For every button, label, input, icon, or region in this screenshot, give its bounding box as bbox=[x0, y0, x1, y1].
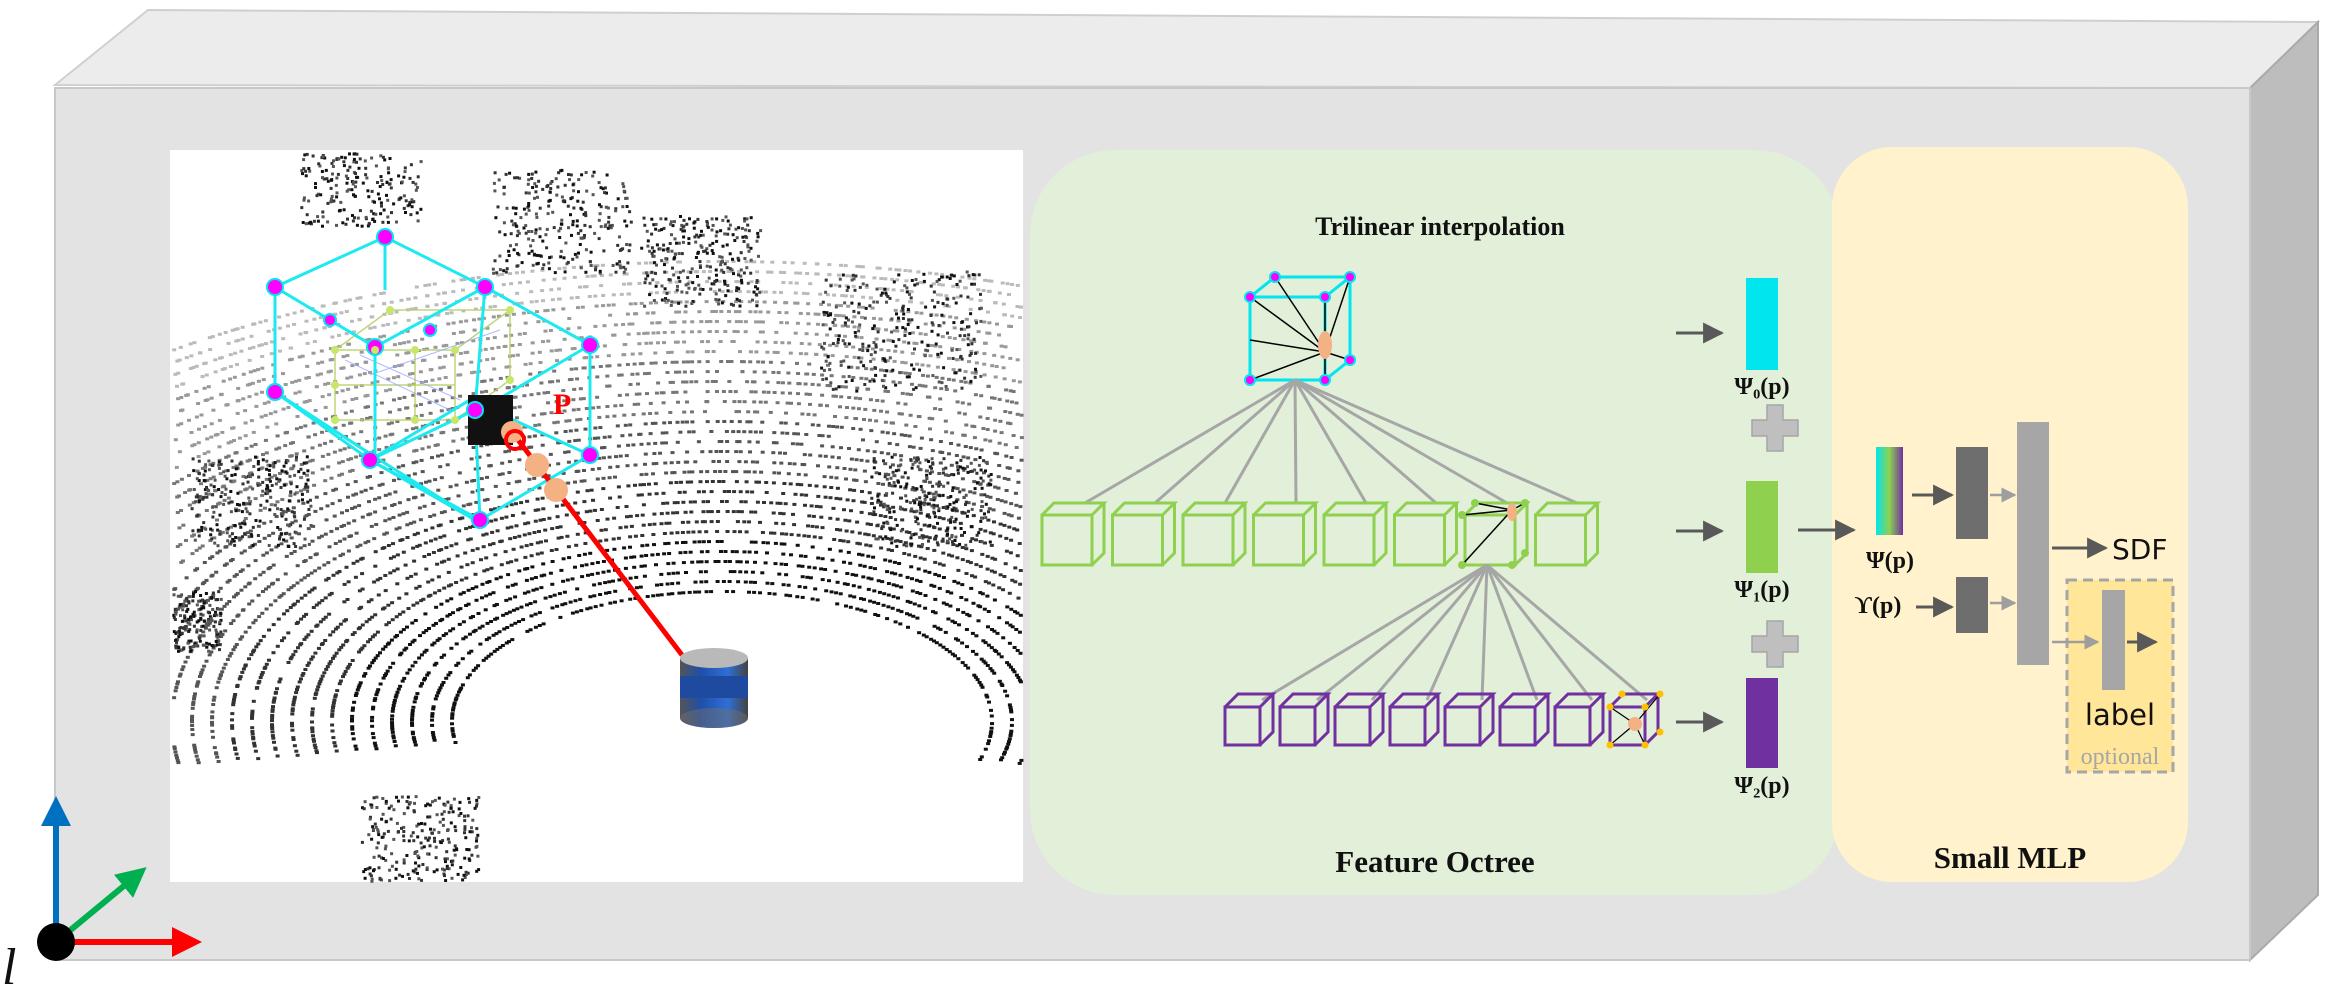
optional-label-head bbox=[2052, 578, 2175, 774]
level2-cube bbox=[1333, 692, 1387, 747]
level1-cube bbox=[1040, 501, 1108, 567]
level2-cube bbox=[1553, 692, 1607, 747]
level2-cubes bbox=[1223, 692, 1662, 747]
voxel-grid bbox=[266, 228, 599, 529]
mlp-hidden-arrows bbox=[1990, 487, 2017, 611]
level2-cube bbox=[1278, 692, 1332, 747]
feature-octree-panel bbox=[1030, 150, 1840, 895]
label-output-label: label bbox=[2085, 698, 2155, 732]
coordinate-frame bbox=[37, 796, 202, 961]
trilinear-interpolation-title: Trilinear interpolation bbox=[1315, 212, 1565, 241]
small-mlp-title: Small MLP bbox=[1934, 840, 2086, 875]
mlp-hidden-layer bbox=[2017, 422, 2049, 665]
feature-bar-level2 bbox=[1746, 678, 1778, 768]
octree-edges-level2 bbox=[1261, 563, 1648, 702]
mlp-label-input-layer bbox=[1956, 577, 1988, 633]
feature-octree-title: Feature Octree bbox=[1335, 844, 1534, 879]
psi0-label: Ψ₀(p) bbox=[1734, 374, 1789, 400]
level1-cube bbox=[1393, 501, 1461, 567]
level2-active-cube-interp bbox=[1606, 690, 1664, 749]
level0-cube bbox=[1244, 271, 1356, 386]
aggregated-feature-bar bbox=[1876, 447, 1903, 535]
mlp-input-layer bbox=[1956, 447, 1988, 539]
mlp-input-arrows bbox=[1912, 484, 1955, 618]
lidar-sensor bbox=[680, 648, 748, 728]
lidar-ray bbox=[501, 421, 684, 657]
level1-active-cube-interp bbox=[1458, 499, 1529, 569]
level2-cube bbox=[1443, 692, 1497, 747]
feature-bar-level0 bbox=[1746, 278, 1778, 370]
upsilon-label: ϒ(p) bbox=[1855, 593, 1902, 619]
level1-cubes bbox=[1040, 501, 1602, 567]
level2-cube bbox=[1388, 692, 1442, 747]
query-point-label: P bbox=[553, 388, 571, 421]
octree-feature-arrows bbox=[1676, 322, 1725, 733]
lidar-point-cloud bbox=[170, 150, 1024, 883]
level1-cube bbox=[1111, 501, 1179, 567]
psi-label: Ψ(p) bbox=[1866, 548, 1914, 574]
psi2-label: Ψ₂(p) bbox=[1734, 773, 1789, 799]
feature-bar-level1 bbox=[1746, 481, 1778, 573]
frame-label: l bbox=[2, 939, 16, 994]
psi1-label: Ψ₁(p) bbox=[1734, 577, 1789, 603]
sdf-output-label: SDF bbox=[2112, 533, 2167, 566]
level1-cube bbox=[1534, 501, 1602, 567]
level1-cube bbox=[1322, 501, 1390, 567]
optional-note: optional bbox=[2081, 744, 2160, 770]
octree-edges-level1 bbox=[1084, 378, 1578, 505]
level1-cube bbox=[1252, 501, 1320, 567]
plus-icon bbox=[1751, 404, 1799, 452]
level2-cube bbox=[1223, 692, 1277, 747]
level2-cube bbox=[1498, 692, 1552, 747]
plus-icon bbox=[1751, 620, 1799, 668]
level1-cube bbox=[1181, 501, 1249, 567]
